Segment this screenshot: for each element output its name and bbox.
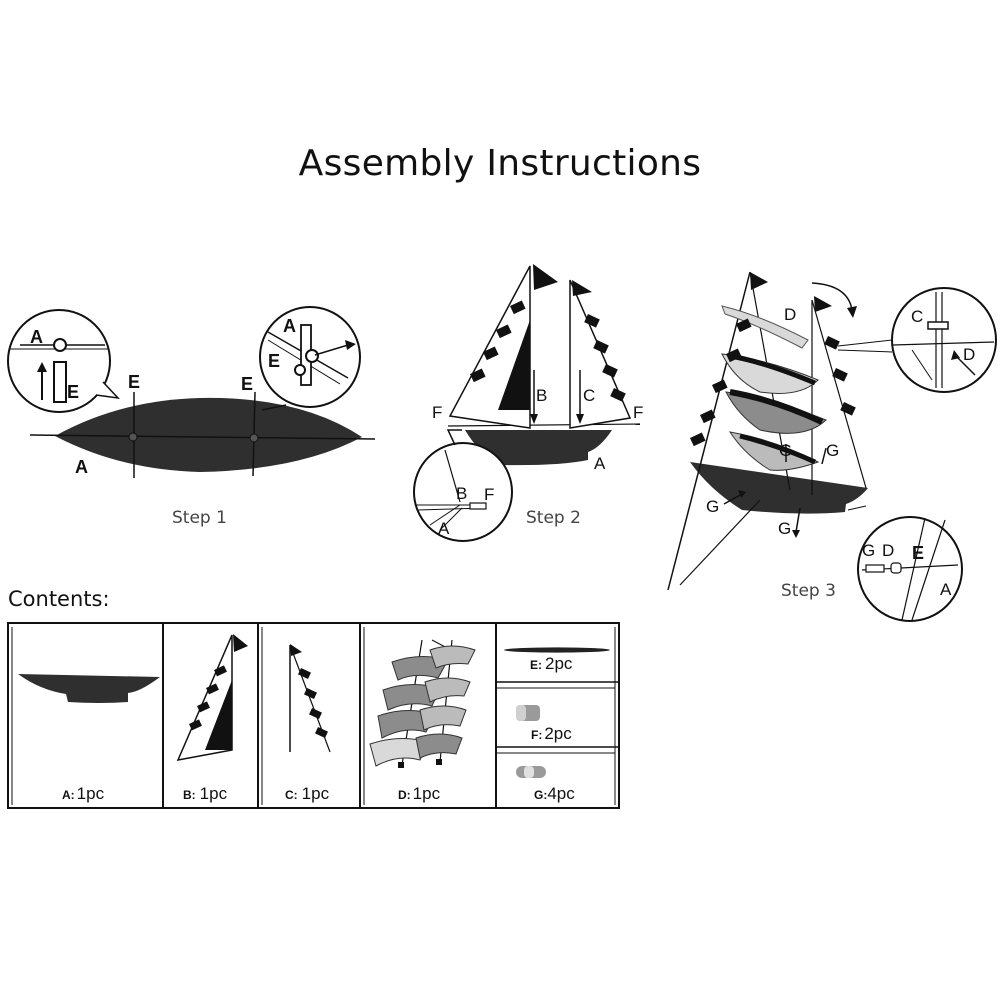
callout-d-zoom-2: D — [882, 541, 894, 560]
callout-e-1: E — [128, 372, 140, 392]
callout-f-left: F — [432, 403, 442, 422]
zoom-detail-step2: B F A — [413, 429, 513, 542]
callout-a-zoom-2: A — [283, 316, 296, 336]
sail-c — [569, 279, 632, 429]
piece-b-sail — [176, 634, 248, 761]
zoom-detail-right: A E — [259, 306, 361, 411]
callout-e-zoom: E — [67, 382, 79, 402]
callout-a-zoom: A — [30, 327, 43, 347]
page-title: Assembly Instructions — [298, 143, 702, 184]
piece-e-spar — [504, 647, 610, 653]
contents-label-e: E:2pc — [530, 654, 573, 673]
callout-a-zoom: A — [438, 519, 450, 538]
contents-label-b: B:1pc — [183, 784, 228, 803]
callout-f-zoom: F — [484, 485, 494, 504]
step-2-label: Step 2 — [526, 508, 581, 528]
piece-f-connector — [516, 705, 540, 721]
contents-label-f: F:2pc — [531, 724, 572, 743]
hull-side-view — [465, 430, 612, 466]
callout-g-zoom: G — [862, 541, 875, 560]
piece-c-sail — [289, 644, 331, 753]
step-1-diagram: E E A A E A E — [7, 306, 376, 478]
piece-a-hull — [18, 674, 160, 703]
contents-label-c: C:1pc — [285, 784, 330, 803]
callout-c-zoom: C — [911, 307, 923, 326]
contents-label-g: G:4pc — [534, 784, 575, 803]
callout-b-zoom: B — [456, 484, 467, 503]
callout-e-zoom-2: E — [268, 351, 280, 371]
hull-top-view — [55, 397, 362, 472]
zoom-detail-left: A E — [7, 309, 120, 413]
callout-a-1: A — [75, 457, 88, 477]
piece-g-connector — [516, 766, 546, 778]
callout-e-zoom: E — [912, 543, 924, 563]
step-3-diagram: D G G G G C D G — [667, 271, 997, 622]
callout-e-2: E — [241, 374, 253, 394]
callout-d-zoom: D — [963, 345, 975, 364]
callout-g-2: G — [826, 441, 839, 460]
zoom-detail-step3-top: C D — [837, 287, 997, 393]
callout-a-zoom: A — [940, 580, 952, 599]
contents-label-a: A:1pc — [62, 784, 105, 803]
callout-a-step2: A — [594, 454, 606, 473]
step3-flags — [689, 318, 856, 447]
sails-d — [721, 305, 827, 471]
contents-table: A:1pc B:1pc C:1pc D:1pc E:2pc F:2pc G:4p… — [7, 622, 620, 809]
step-2-diagram: B C F F A B F A — [413, 264, 643, 542]
callout-b: B — [536, 386, 547, 405]
callout-d-step3: D — [784, 305, 796, 324]
sail-flags — [470, 300, 626, 402]
piece-d-sails — [369, 639, 476, 768]
callout-f-right: F — [633, 403, 643, 422]
contents-label-d: D:1pc — [398, 784, 441, 803]
callout-c: C — [583, 386, 595, 405]
callout-g-4: G — [778, 519, 791, 538]
hull-assembled — [690, 462, 868, 514]
step-3-label: Step 3 — [781, 581, 836, 601]
step-1-label: Step 1 — [172, 508, 227, 528]
zoom-detail-step3-bottom: G D E A — [847, 505, 963, 622]
callout-g-3: G — [706, 497, 719, 516]
callout-g-1: G — [779, 441, 792, 460]
contents-heading: Contents: — [8, 587, 110, 611]
